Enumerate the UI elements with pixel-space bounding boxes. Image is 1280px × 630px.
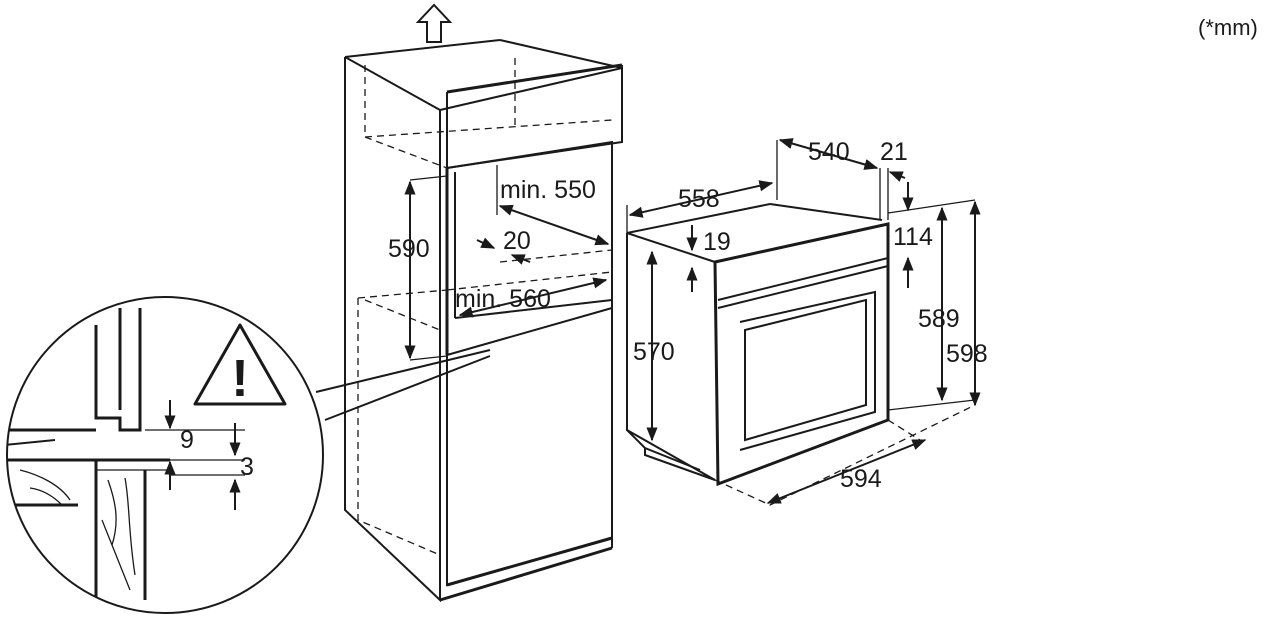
oven-front-height-inner-label: 589 — [918, 305, 960, 333]
oven-width-label: 594 — [840, 465, 882, 493]
oven-control-offset-label: 114 — [893, 223, 933, 251]
detail-dim-top-label: 9 — [180, 426, 194, 454]
warning-exclamation: ! — [231, 350, 248, 408]
detail-magnifier: 9 3 — [6, 296, 324, 614]
oven-depth-total-label: 558 — [678, 185, 720, 213]
rear-gap-label: 20 — [503, 227, 531, 255]
detail-dim-bottom-label: 3 — [240, 453, 254, 481]
oven-body-height-label: 570 — [633, 338, 675, 366]
cabinet-housing — [344, 39, 623, 603]
lift-direction-arrow-icon — [415, 3, 453, 43]
niche-height-label: 590 — [388, 235, 430, 263]
oven-labels: 558 540 21 19 114 570 589 598 594 — [633, 138, 988, 493]
oven-front-height-total-label: 598 — [946, 340, 988, 368]
cabinet-labels: 590 min. 550 20 min. 560 — [388, 176, 596, 313]
niche-depth-label: min. 550 — [500, 176, 596, 204]
oven-top-offset-label: 19 — [703, 228, 731, 256]
cabinet-dimensions — [404, 165, 610, 361]
oven-depth-body-label: 540 — [808, 138, 850, 166]
detail-callout-lines — [315, 349, 491, 421]
warning-icon: ! — [193, 323, 287, 408]
oven-door-thickness-label: 21 — [880, 138, 908, 166]
niche-width-label: min. 560 — [455, 285, 551, 313]
units-note: (*mm) — [1198, 15, 1258, 40]
oven-dimensions — [626, 138, 981, 504]
